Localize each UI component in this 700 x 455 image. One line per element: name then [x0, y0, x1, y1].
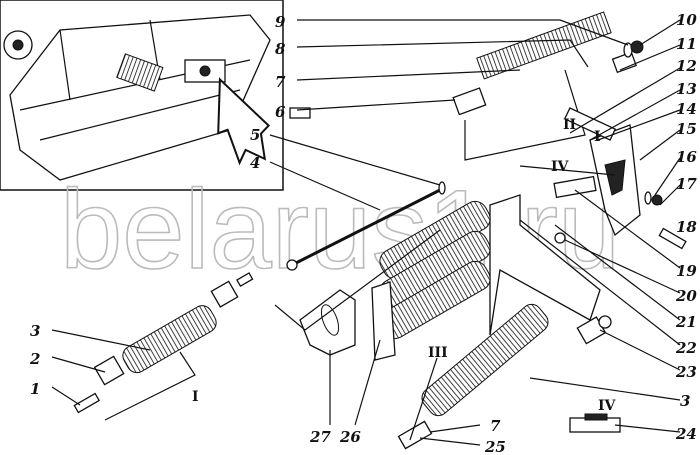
- inset-header-view: [0, 0, 284, 191]
- callout-10: 10: [676, 11, 697, 29]
- callout-15: 15: [676, 120, 697, 138]
- callout-22: 22: [675, 339, 697, 357]
- callout-27: 27: [309, 428, 331, 446]
- callout-23: 23: [675, 363, 697, 381]
- callout-1: 1: [30, 380, 40, 398]
- callout-12: 12: [676, 57, 697, 75]
- callout-3-right: 3: [680, 392, 690, 410]
- callout-25: 25: [484, 438, 506, 455]
- callout-7-bottom: 7: [490, 417, 501, 435]
- callout-8: 8: [275, 40, 286, 58]
- view-label-I-left: I: [192, 389, 199, 405]
- callout-9: 9: [275, 13, 286, 31]
- leader-lines: [51, 19, 681, 446]
- callout-18: 18: [676, 218, 697, 236]
- callout-6: 6: [275, 103, 286, 121]
- callout-4: 4: [250, 154, 260, 172]
- view-label-II: II: [563, 117, 576, 133]
- callout-labels: 9 8 7 6 5 4 10 11 12 13 14 15 16 17 18 1…: [29, 11, 697, 455]
- callout-24: 24: [675, 425, 697, 443]
- view-label-IV-top: IV: [551, 159, 570, 175]
- view-labels: I I II III IV IV: [192, 117, 617, 414]
- callout-5: 5: [250, 126, 260, 144]
- callout-17: 17: [676, 175, 697, 193]
- upper-spring-assembly: [289, 11, 644, 161]
- long-rod: [286, 181, 446, 271]
- callout-3-left: 3: [30, 322, 40, 340]
- callout-7: 7: [275, 73, 286, 91]
- callout-2: 2: [29, 350, 40, 368]
- callout-11: 11: [676, 35, 697, 53]
- callout-21: 21: [675, 313, 697, 331]
- callout-20: 20: [675, 287, 697, 305]
- callout-16: 16: [676, 148, 697, 166]
- view-label-IV-bottom: IV: [598, 398, 617, 414]
- spring-bracket-assembly: [299, 107, 687, 361]
- callout-26: 26: [339, 428, 361, 446]
- callout-14: 14: [676, 100, 697, 118]
- callout-13: 13: [676, 80, 697, 98]
- view-label-III: III: [428, 345, 448, 361]
- view-label-I-right: I: [594, 129, 601, 145]
- left-spring-assembly-I: [73, 272, 254, 421]
- callout-19: 19: [676, 262, 697, 280]
